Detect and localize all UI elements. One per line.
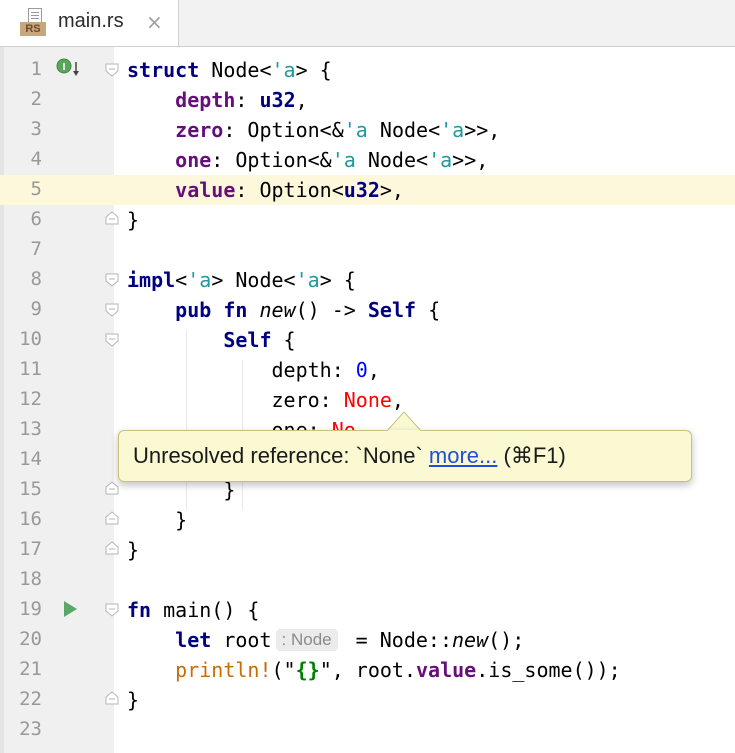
code-line-2[interactable]: 2 depth: u32, xyxy=(0,85,735,115)
fold-open-icon[interactable] xyxy=(105,63,119,77)
code-line-4[interactable]: 4 one: Option<&'a Node<'a>>, xyxy=(0,145,735,175)
code-line-16[interactable]: 16 } xyxy=(0,505,735,535)
rust-file-icon: RS xyxy=(20,8,46,38)
code-line-22[interactable]: 22 } xyxy=(0,685,735,715)
error-tooltip: Unresolved reference: `None` more... (⌘F… xyxy=(118,430,692,482)
line-number: 20 xyxy=(19,628,42,650)
code-line-18[interactable]: 18 xyxy=(0,565,735,595)
line-number: 19 xyxy=(19,598,42,620)
code-line-15[interactable]: 15 } xyxy=(0,475,735,505)
line-number: 4 xyxy=(30,148,42,170)
code-line-10[interactable]: 10 Self { xyxy=(0,325,735,355)
line-number: 3 xyxy=(30,118,42,140)
current-line-gutter-highlight xyxy=(0,175,114,205)
code-text[interactable]: } xyxy=(127,208,140,232)
code-text[interactable]: fn main() { xyxy=(127,598,260,622)
line-number: 23 xyxy=(19,718,42,740)
line-number: 14 xyxy=(19,448,42,470)
code-text[interactable]: pub fn new() -> Self { xyxy=(175,298,441,322)
code-text[interactable]: impl<'a> Node<'a> { xyxy=(127,268,356,292)
code-line-23[interactable]: 23 xyxy=(0,715,735,745)
fold-close-icon[interactable] xyxy=(105,691,119,705)
code-line-14[interactable]: 14 xyxy=(0,445,735,475)
type-hint: : Node xyxy=(275,629,338,651)
fold-open-icon[interactable] xyxy=(105,333,119,347)
tooltip-text: Unresolved reference: `None` more... (⌘F… xyxy=(133,443,566,469)
code-line-12[interactable]: 12 zero: None, xyxy=(0,385,735,415)
line-number: 15 xyxy=(19,478,42,500)
code-text[interactable]: Self { xyxy=(223,328,296,352)
close-icon[interactable]: × xyxy=(146,10,163,34)
gutter-edge xyxy=(0,47,4,753)
line-number: 1 xyxy=(30,58,42,80)
code-text[interactable]: } xyxy=(175,508,188,532)
code-text[interactable]: value: Option<u32>, xyxy=(175,178,404,202)
line-number: 13 xyxy=(19,418,42,440)
line-number: 6 xyxy=(30,208,42,230)
fold-open-icon[interactable] xyxy=(105,303,119,317)
line-number: 17 xyxy=(19,538,42,560)
code-text[interactable]: one: Option<&'a Node<'a>>, xyxy=(175,148,489,172)
code-line-11[interactable]: 11 depth: 0, xyxy=(0,355,735,385)
tooltip-message: Unresolved reference: `None` xyxy=(133,443,429,468)
fold-open-icon[interactable] xyxy=(105,273,119,287)
line-number: 9 xyxy=(30,298,42,320)
code-line-19[interactable]: 19 fn main() { xyxy=(0,595,735,625)
code-text[interactable]: struct Node<'a> { xyxy=(127,58,332,82)
tab-main-rs[interactable]: RS main.rs × xyxy=(0,0,179,46)
tooltip-shortcut: (⌘F1) xyxy=(497,443,566,468)
code-text[interactable]: depth: 0, xyxy=(271,358,380,382)
line-number: 7 xyxy=(30,238,42,260)
tab-label: main.rs xyxy=(58,10,124,32)
current-line-highlight xyxy=(114,175,735,205)
line-number: 21 xyxy=(19,658,42,680)
code-line-9[interactable]: 9 pub fn new() -> Self { xyxy=(0,295,735,325)
code-text[interactable]: println!("{}", root.value.is_some()); xyxy=(175,658,621,682)
code-line-6[interactable]: 6 } xyxy=(0,205,735,235)
file-type-badge: RS xyxy=(20,22,46,36)
line-number: 8 xyxy=(30,268,42,290)
indent-guide xyxy=(186,330,187,510)
fold-close-icon[interactable] xyxy=(105,541,119,555)
code-text[interactable]: } xyxy=(127,538,140,562)
editor-tab-bar: RS main.rs × xyxy=(0,0,735,47)
fold-close-icon[interactable] xyxy=(105,511,119,525)
code-text[interactable]: zero: Option<&'a Node<'a>>, xyxy=(175,118,501,142)
code-line-8[interactable]: 8 impl<'a> Node<'a> { xyxy=(0,265,735,295)
code-text[interactable]: let root: Node = Node::new(); xyxy=(175,628,525,652)
code-text[interactable]: depth: u32, xyxy=(175,88,308,112)
code-line-3[interactable]: 3 zero: Option<&'a Node<'a>>, xyxy=(0,115,735,145)
line-number: 10 xyxy=(19,328,42,350)
line-number: 2 xyxy=(30,88,42,110)
code-line-21[interactable]: 21 println!("{}", root.value.is_some()); xyxy=(0,655,735,685)
unresolved-reference: None xyxy=(343,388,392,412)
line-number: 16 xyxy=(19,508,42,530)
line-number: 11 xyxy=(19,358,42,380)
line-number: 18 xyxy=(19,568,42,590)
code-line-7[interactable]: 7 xyxy=(0,235,735,265)
editor-gutter[interactable] xyxy=(0,47,114,753)
implemented-icon[interactable]: I xyxy=(55,57,81,81)
run-icon[interactable] xyxy=(62,600,78,618)
fold-close-icon[interactable] xyxy=(105,481,119,495)
tooltip-pointer-seam xyxy=(388,430,420,432)
code-text[interactable]: zero: None, xyxy=(271,388,404,412)
code-line-17[interactable]: 17 } xyxy=(0,535,735,565)
code-editor-area[interactable] xyxy=(114,47,735,753)
code-line-20[interactable]: 20 let root: Node = Node::new(); xyxy=(0,625,735,655)
line-number: 22 xyxy=(19,688,42,710)
code-line-5-current[interactable]: 5 value: Option<u32>, xyxy=(0,175,735,205)
svg-text:I: I xyxy=(63,62,66,73)
line-number: 5 xyxy=(30,178,42,200)
code-line-1[interactable]: 1 struct Node<'a> { xyxy=(0,55,735,85)
line-number: 12 xyxy=(19,388,42,410)
code-text[interactable]: } xyxy=(127,688,140,712)
fold-open-icon[interactable] xyxy=(105,603,119,617)
fold-close-icon[interactable] xyxy=(105,211,119,225)
more-link[interactable]: more... xyxy=(428,443,498,468)
code-text[interactable]: } xyxy=(223,478,236,502)
